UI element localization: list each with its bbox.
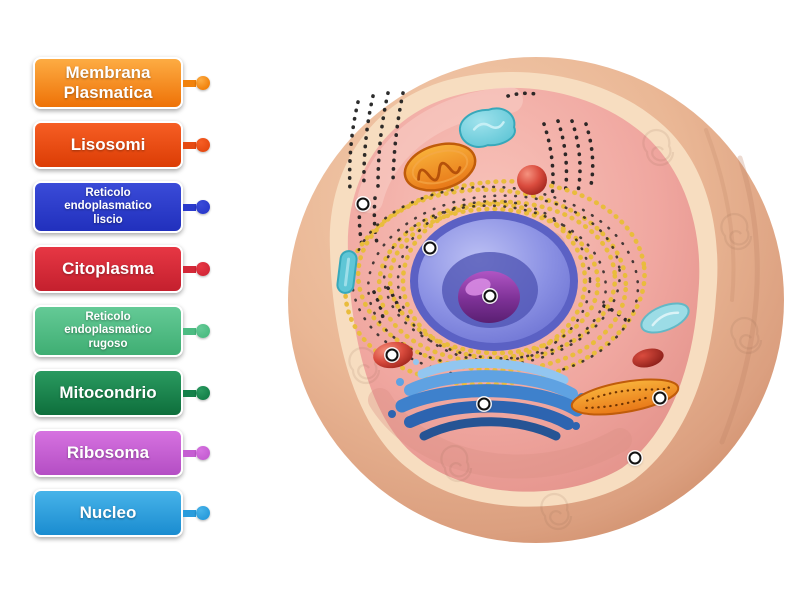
vesicle-teal-capsule [336,250,358,294]
target-marker-2[interactable] [423,241,437,255]
label-text: Mitocondrio [59,383,157,403]
label-pin [183,386,210,400]
vesicle-cyan-right [640,302,690,334]
pin-dot [196,446,210,460]
nucleus [410,211,578,351]
pin-dot [196,76,210,90]
label-list: Membrana Plasmatica Lisosomi Reticolo en… [33,57,210,537]
target-marker-1[interactable] [356,197,370,211]
animal-cell-illustration [288,57,784,543]
pin-dot [196,324,210,338]
pin-dot [196,262,210,276]
pin-dot [196,138,210,152]
label-ribosoma[interactable]: Ribosoma [33,429,210,477]
target-marker-4[interactable] [385,348,399,362]
label-nucleo[interactable]: Nucleo [33,489,210,537]
label-text: Membrana Plasmatica [63,63,153,102]
pin-line [183,389,196,397]
golgi-apparatus [388,358,587,441]
pin-line [183,449,196,457]
pin-line [183,79,196,87]
pin-line [183,327,196,335]
mitochondrion-top [403,142,477,192]
label-membrana-plasmatica[interactable]: Membrana Plasmatica [33,57,210,109]
pin-dot [196,200,210,214]
lysosome-top [517,165,547,195]
lysosome-right [632,348,664,368]
label-text: Nucleo [79,503,137,523]
label-pin [183,324,210,338]
pin-dot [196,506,210,520]
vesicle-teal-top [458,107,516,148]
pin-line [183,141,196,149]
label-pin [183,76,210,90]
label-text: Citoplasma [62,259,154,279]
label-pin [183,200,210,214]
label-pin [183,262,210,276]
cytoplasm-shadow [368,388,632,479]
label-reticolo-endoplasmatico-liscio[interactable]: Reticolo endoplasmatico liscio [33,181,210,233]
target-marker-3[interactable] [483,289,497,303]
mitochondrion-bottom [570,378,680,416]
label-text: Ribosoma [66,443,150,463]
label-text: Reticolo endoplasmatico rugoso [64,311,152,350]
pin-line [183,203,196,211]
label-pin [183,446,210,460]
target-marker-6[interactable] [653,391,667,405]
pin-line [183,509,196,517]
label-reticolo-endoplasmatico-rugoso[interactable]: Reticolo endoplasmatico rugoso [33,305,210,357]
label-mitocondrio[interactable]: Mitocondrio [33,369,210,417]
target-marker-5[interactable] [477,397,491,411]
label-lisosomi[interactable]: Lisosomi [33,121,210,169]
label-text: Reticolo endoplasmatico liscio [64,187,152,226]
pin-dot [196,386,210,400]
label-citoplasma[interactable]: Citoplasma [33,245,210,293]
label-pin [183,506,210,520]
label-text: Lisosomi [70,135,146,155]
target-marker-7[interactable] [628,451,642,465]
pin-line [183,265,196,273]
label-pin [183,138,210,152]
